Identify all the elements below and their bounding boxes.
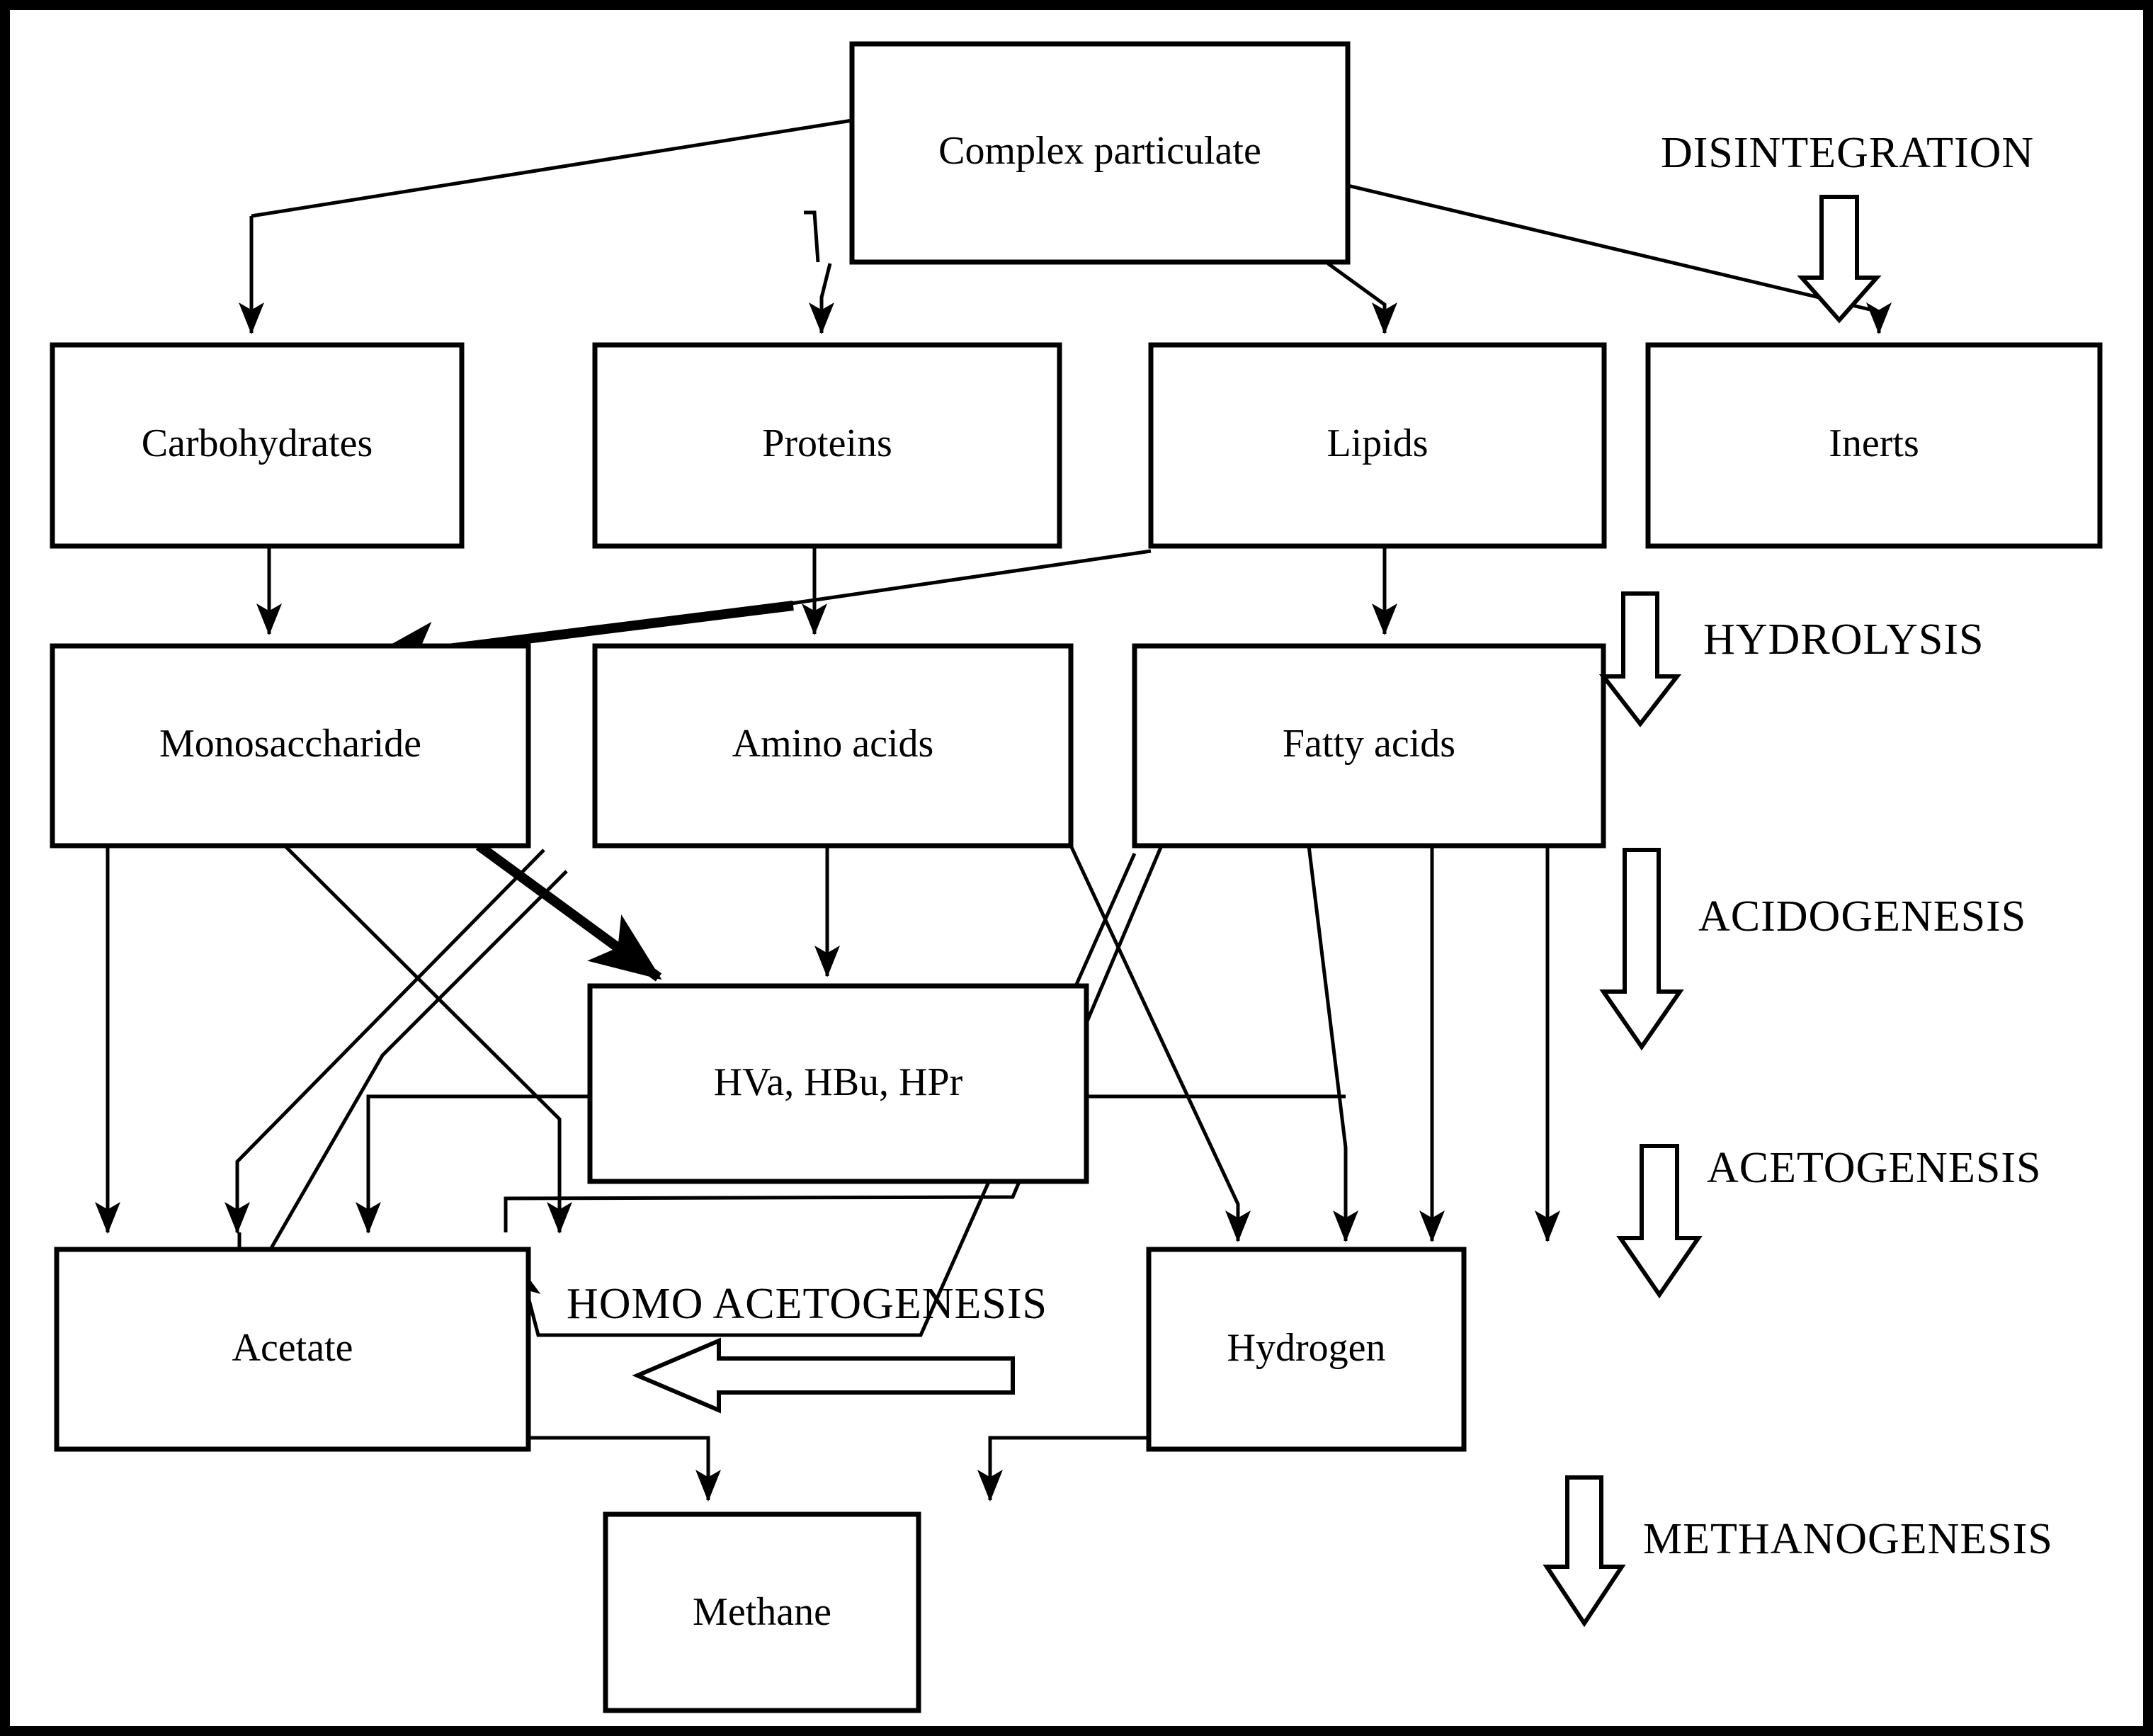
node-acetate[interactable] xyxy=(54,1247,531,1452)
node-label-methane: Methane xyxy=(693,1590,831,1634)
edge-aminoacids-to-acetate xyxy=(237,870,568,1305)
node-label-proteins: Proteins xyxy=(762,421,892,465)
node-label-acetate: Acetate xyxy=(232,1326,353,1370)
stage-label-hydrolysis: HYDROLYSIS xyxy=(1703,615,1984,664)
node-proteins[interactable] xyxy=(592,342,1062,549)
node-vfa[interactable] xyxy=(587,983,1089,1184)
node-inerts[interactable] xyxy=(1645,342,2103,549)
node-monosaccharide[interactable] xyxy=(50,643,531,849)
edge-complex-to-proteins xyxy=(804,210,834,334)
edge-fattyacids-to-hydrogen xyxy=(1307,845,1358,1242)
node-label-amino-acids: Amino acids xyxy=(732,722,934,766)
node-label-lipids: Lipids xyxy=(1327,421,1428,465)
disintegration-block-arrow xyxy=(1797,195,1882,324)
edge-lipids-to-monosaccharide xyxy=(785,549,1152,606)
node-label-hydrogen: Hydrogen xyxy=(1227,1326,1386,1370)
node-label-fatty-acids: Fatty acids xyxy=(1282,722,1456,766)
node-label-monosaccharide: Monosaccharide xyxy=(159,722,422,766)
node-label-inerts: Inerts xyxy=(1829,421,1919,465)
edge-acetate-to-methane xyxy=(528,1436,721,1502)
edge-complex-to-inerts xyxy=(1347,183,1892,334)
edge-monosaccharide-to-acetate-diagonal xyxy=(283,844,572,1234)
edge-aminoacids-to-acetate-2 xyxy=(225,849,545,1234)
node-label-carbohydrates: Carbohydrates xyxy=(141,421,373,465)
node-amino-acids[interactable] xyxy=(592,643,1074,849)
edge-monosaccharide-to-vfa-thick xyxy=(475,841,662,982)
stage-label-homo-acetogenesis: HOMO ACETOGENESIS xyxy=(567,1280,1047,1328)
node-label-complex-particulate: Complex particulate xyxy=(938,129,1261,173)
stage-label-disintegration: DISINTEGRATION xyxy=(1661,129,2035,177)
edge-hydrogen-to-methane xyxy=(977,1436,1149,1502)
methanogenesis-block-arrow xyxy=(1543,1475,1626,1628)
hydrolysis-block-arrow xyxy=(1598,591,1682,727)
stage-label-acetogenesis: ACETOGENESIS xyxy=(1707,1144,2042,1192)
node-carbohydrates[interactable] xyxy=(50,342,465,549)
stage-label-acidogenesis: ACIDOGENESIS xyxy=(1698,892,2027,941)
node-hydrogen[interactable] xyxy=(1146,1247,1467,1452)
edge-vfa-to-acetate xyxy=(356,1094,590,1234)
homo-acetogenesis-arrow xyxy=(632,1337,1015,1414)
stage-label-methanogenesis: METHANOGENESIS xyxy=(1643,1515,2053,1563)
node-label-vfa: HVa, HBu, HPr xyxy=(713,1060,963,1104)
acetogenesis-block-arrow xyxy=(1616,1144,1703,1299)
node-fatty-acids[interactable] xyxy=(1132,643,1606,849)
node-complex-particulate[interactable] xyxy=(849,41,1351,265)
stage-arrows-layer xyxy=(1543,195,1882,1628)
edge-complex-to-carbohydrates xyxy=(239,118,853,334)
nodes-layer xyxy=(50,41,2103,1713)
edge-complex-to-lipids xyxy=(1327,261,1397,334)
edge-aminoacids-to-hydrogen xyxy=(1069,844,1251,1242)
node-methane[interactable] xyxy=(603,1511,921,1713)
acidogenesis-block-arrow xyxy=(1599,848,1684,1051)
node-lipids[interactable] xyxy=(1148,342,1607,549)
